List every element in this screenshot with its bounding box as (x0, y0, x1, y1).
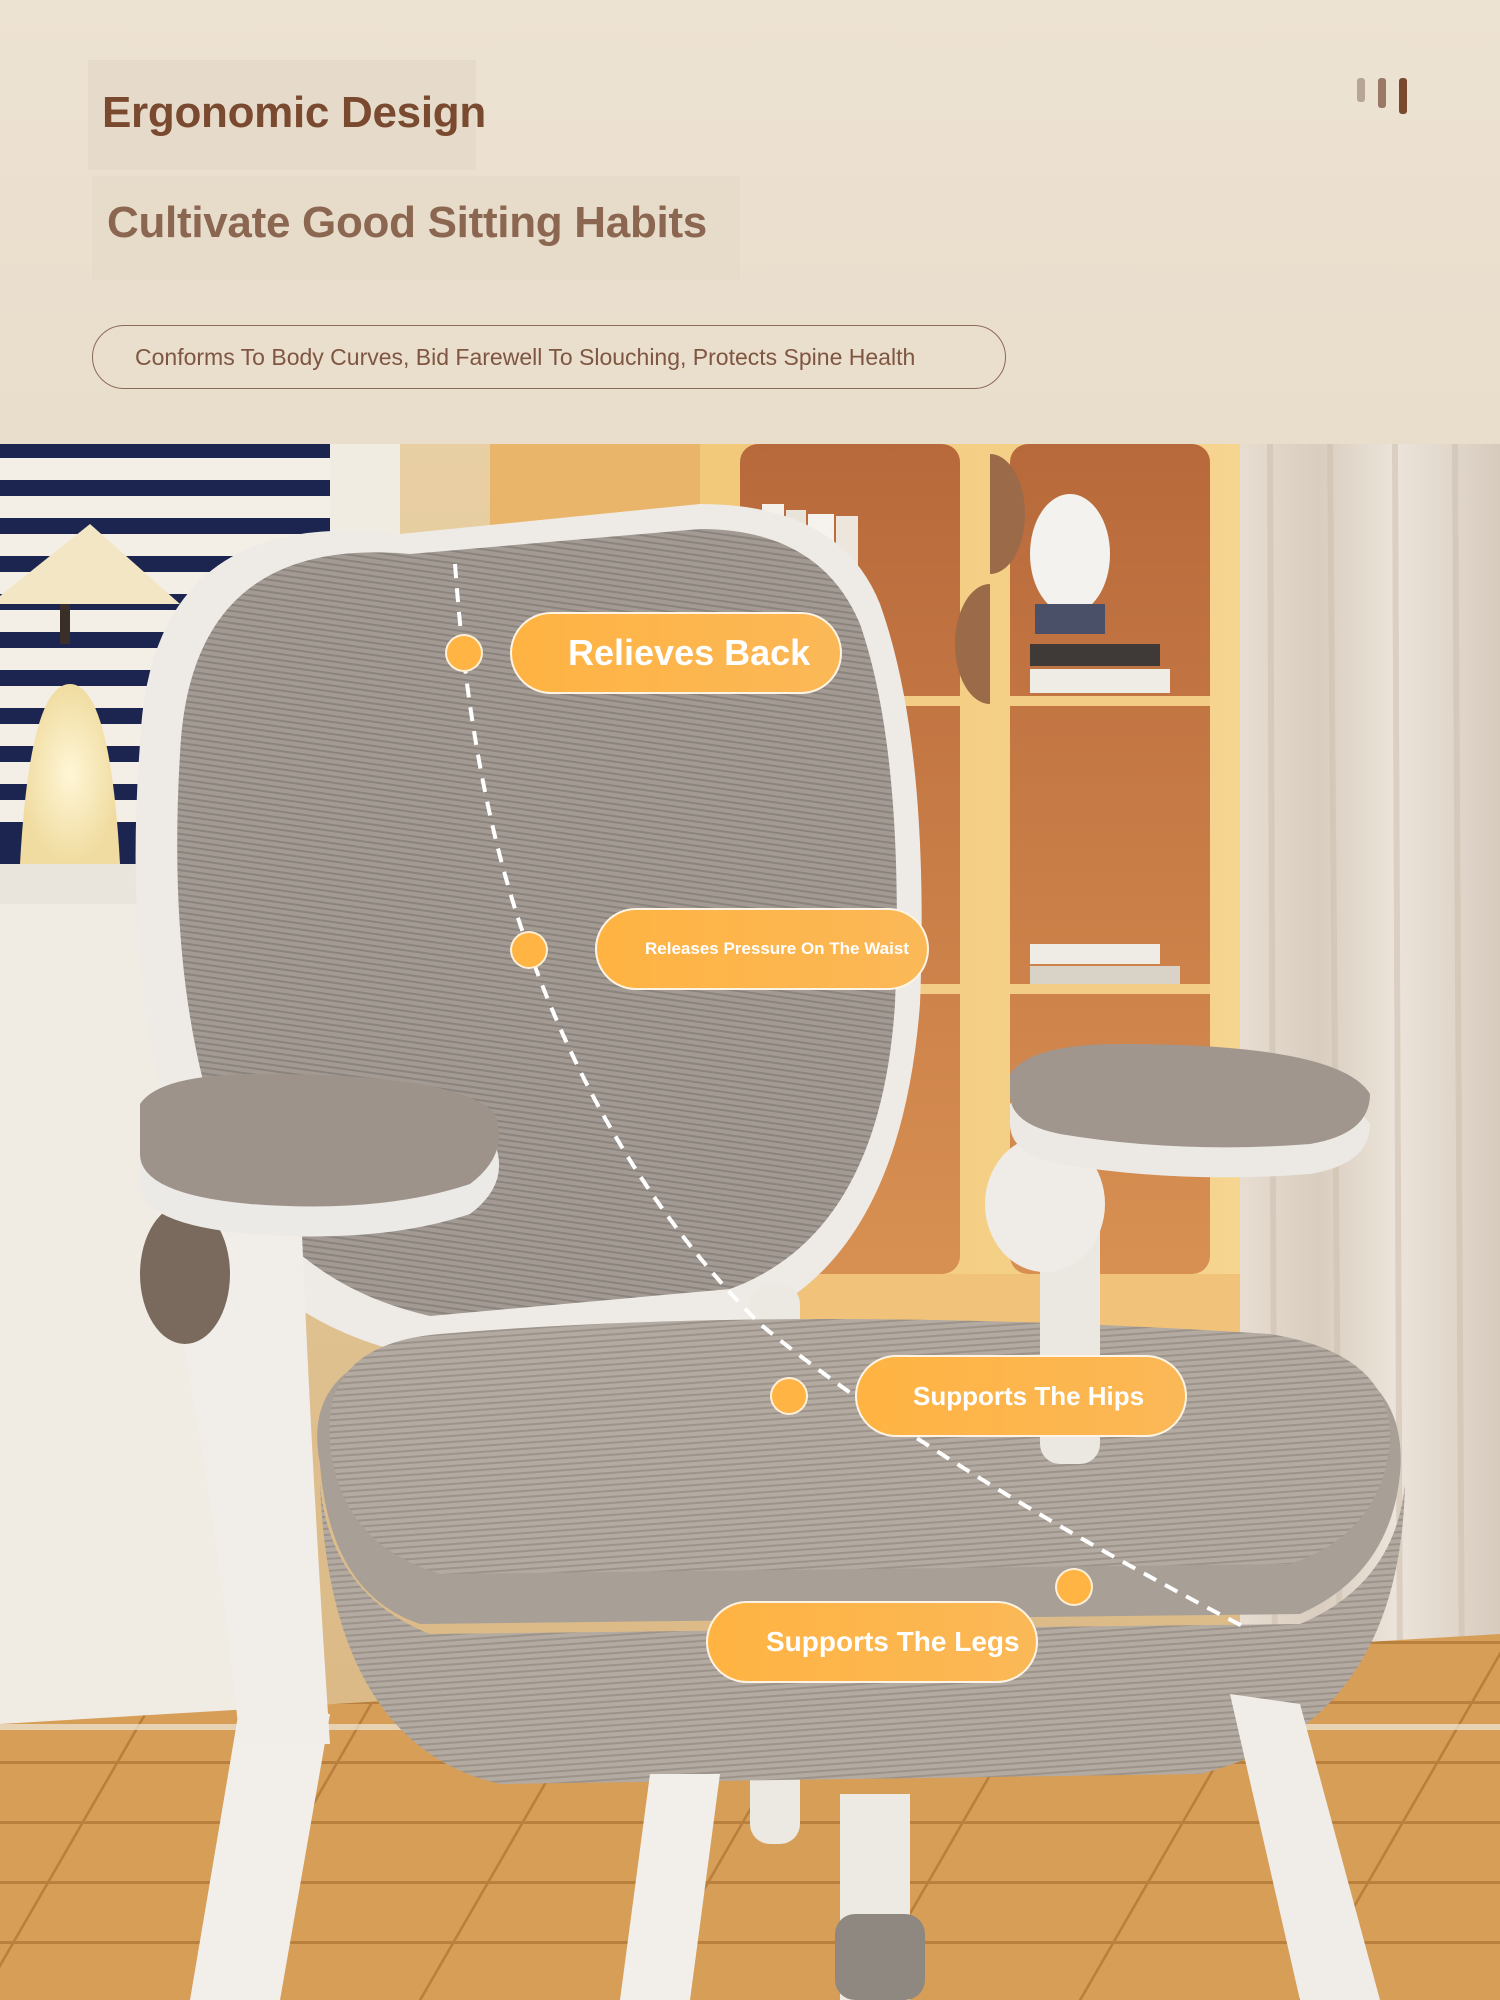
callout-dot-hips (770, 1377, 808, 1415)
callout-label: Supports The Hips (913, 1380, 1145, 1411)
chair-scene-illustration (0, 444, 1500, 2000)
desk-lamp (0, 524, 180, 864)
callout-supports-hips: Supports The Hips (855, 1355, 1187, 1437)
callout-supports-legs: Supports The Legs (706, 1601, 1038, 1683)
spine-curve-line (453, 563, 1251, 1632)
header-section: Ergonomic Design Cultivate Good Sitting … (0, 0, 1500, 444)
callout-dot-legs (1055, 1568, 1093, 1606)
callout-releases-waist: Releases Pressure On The Waist (595, 908, 929, 990)
bars-icon (1357, 78, 1407, 114)
callout-label: Relieves Back (568, 632, 811, 673)
page-title: Ergonomic Design (102, 88, 486, 137)
tagline-text: Conforms To Body Curves, Bid Farewell To… (135, 343, 916, 370)
title-backdrop (88, 60, 476, 170)
callout-dot-back (445, 634, 483, 672)
tagline-pill: Conforms To Body Curves, Bid Farewell To… (92, 325, 1006, 389)
callout-dot-waist (510, 931, 548, 969)
callout-label: Supports The Legs (766, 1626, 1020, 1657)
chair (135, 504, 1405, 2000)
callout-relieves-back: Relieves Back (510, 612, 842, 694)
product-photo: Relieves Back Releases Pressure On The W… (0, 444, 1500, 2000)
page-subtitle: Cultivate Good Sitting Habits (107, 198, 707, 247)
callout-label: Releases Pressure On The Waist (645, 939, 909, 958)
subtitle-backdrop (92, 176, 740, 280)
